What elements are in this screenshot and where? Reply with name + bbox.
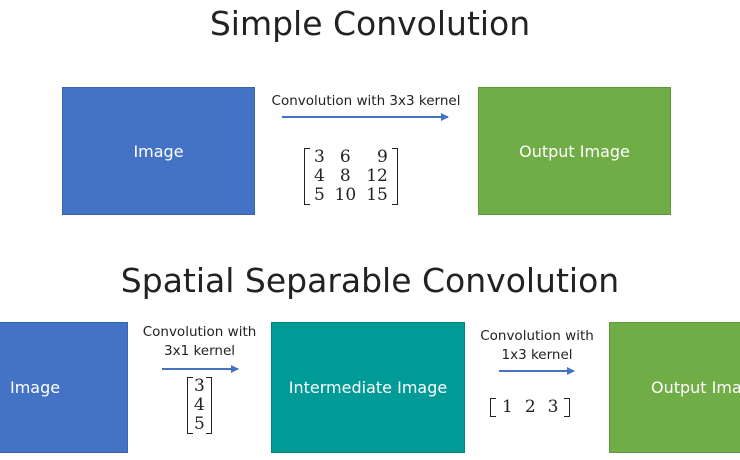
- matrix-cell: 3: [547, 397, 559, 417]
- convolution-3x1-label-line2: 3x1 kernel: [163, 343, 236, 359]
- separable-output-image-label: Output Ima: [651, 378, 740, 397]
- input-image-label: Image: [133, 141, 184, 161]
- matrix-row: 1 2 3: [496, 398, 564, 417]
- kernel-3x1-matrix: 3 4 5: [187, 377, 212, 434]
- matrix-cell: 3: [194, 376, 205, 396]
- separable-input-image-label: Image: [10, 378, 61, 397]
- matrix-cell: 4: [194, 395, 205, 415]
- right-bracket: [564, 398, 571, 417]
- convolution-1x3-label: Convolution with 1x3 kernel: [465, 327, 609, 365]
- matrix-row: 5 10 15: [310, 186, 392, 205]
- convolution-1x3-label-line2: 1x3 kernel: [501, 347, 573, 363]
- convolution-3x3-label: Convolution with 3x3 kernel: [271, 93, 461, 109]
- right-bracket: [391, 148, 398, 205]
- intermediate-image-box: Intermediate Image: [271, 322, 465, 453]
- output-image-label: Output Image: [519, 141, 630, 161]
- matrix-row: 3: [193, 377, 206, 396]
- input-image-box: Image: [62, 87, 255, 215]
- matrix-row: 5: [193, 415, 206, 434]
- right-bracket: [205, 377, 212, 434]
- matrix-cell: 8: [339, 166, 351, 186]
- matrix-row: 3 6 9: [310, 148, 392, 167]
- matrix-row: 4 8 12: [310, 167, 392, 186]
- simple-convolution-title: Simple Convolution: [209, 4, 531, 43]
- separable-output-image-box: Output Ima: [609, 322, 740, 453]
- separable-convolution-title: Spatial Separable Convolution: [120, 261, 620, 300]
- matrix-cell: 9: [377, 147, 388, 167]
- matrix-cell: 4: [314, 166, 325, 186]
- left-bracket: [187, 377, 193, 434]
- matrix-cell: 10: [334, 185, 357, 205]
- convolution-3x1-label: Convolution with 3x1 kernel: [128, 323, 271, 361]
- intermediate-image-label: Intermediate Image: [288, 378, 448, 397]
- matrix-cell: 2: [524, 397, 536, 417]
- kernel-1x3-matrix: 1 2 3: [490, 398, 571, 417]
- matrix-row: 4: [193, 396, 206, 415]
- separable-input-image-box: Image: [0, 322, 128, 453]
- kernel-3x3-matrix: 3 6 9 4 8 12 5 10 15: [304, 148, 398, 205]
- matrix-cell: 15: [366, 185, 388, 205]
- convolution-1x3-label-line1: Convolution with: [480, 328, 594, 344]
- matrix-cell: 1: [502, 397, 513, 417]
- matrix-cell: 5: [314, 185, 325, 205]
- output-image-box: Output Image: [478, 87, 671, 215]
- matrix-cell: 5: [194, 414, 205, 434]
- matrix-cell: 12: [366, 166, 388, 186]
- matrix-cell: 6: [339, 147, 351, 167]
- left-bracket: [490, 398, 496, 417]
- convolution-3x1-label-line1: Convolution with: [142, 324, 257, 340]
- matrix-cell: 3: [314, 147, 325, 167]
- left-bracket: [304, 148, 310, 205]
